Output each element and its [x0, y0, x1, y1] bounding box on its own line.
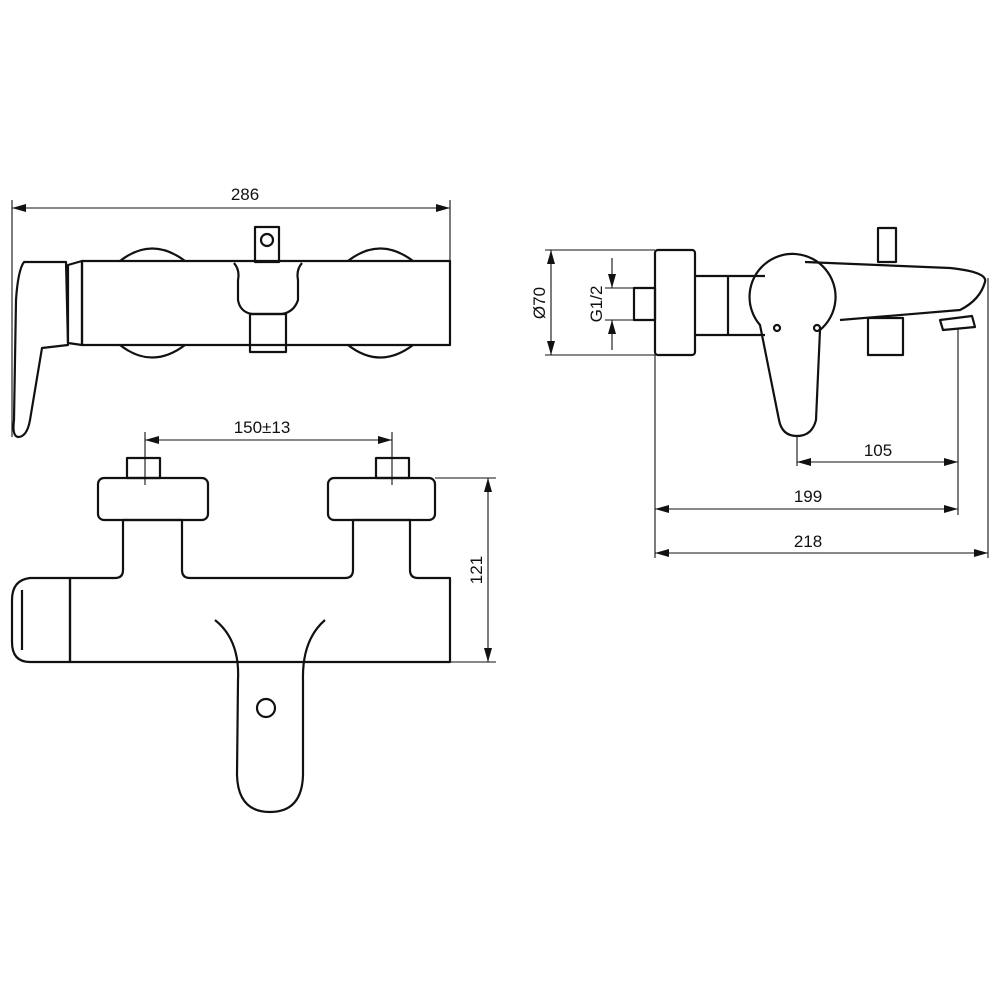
top-body: [80, 259, 452, 347]
front-inlet-left: [125, 456, 162, 480]
top-shower-holder: [253, 225, 281, 264]
side-spout-tip: [938, 314, 977, 332]
front-view: 150±13 121: [10, 418, 496, 814]
top-hose-outlet: [248, 312, 288, 354]
top-view: 286: [11, 185, 452, 439]
dim-label-rosette-diameter: Ø70: [530, 287, 549, 319]
side-spout: [804, 260, 987, 322]
top-wall-disc-right: [347, 247, 414, 359]
top-lever: [12, 260, 70, 439]
dim-label-wall-to-spout: 199: [794, 487, 822, 506]
dim-label-lever-to-spout: 105: [864, 441, 892, 460]
dim-label-thread: G1/2: [587, 286, 606, 323]
side-screw-right: [812, 323, 822, 333]
side-shower-holder: [876, 226, 898, 264]
front-lever: [214, 619, 326, 814]
top-holder-hole: [259, 232, 275, 248]
dim-label-inlet-spacing: 150±13: [234, 418, 291, 437]
side-pipe: [695, 274, 765, 337]
dim-label-overall-width: 286: [231, 185, 259, 204]
side-lever: [748, 252, 837, 438]
dim-label-projection: 121: [467, 556, 486, 584]
front-rosette-right: [326, 476, 437, 522]
side-rosette: [653, 248, 697, 357]
front-end-cap: [10, 576, 72, 664]
dim-label-overall-depth: 218: [794, 532, 822, 551]
side-view: Ø70 G1/2 105 199 218: [530, 226, 989, 558]
side-screw-left: [772, 323, 782, 333]
top-wall-disc-left: [119, 247, 186, 359]
top-diverter-cup: [233, 262, 303, 316]
side-thread-fitting: [632, 286, 657, 322]
front-lever-screw: [255, 697, 277, 719]
top-collar: [66, 259, 84, 347]
front-rosette-left: [96, 476, 210, 522]
front-body: [68, 518, 452, 664]
side-hose-outlet: [866, 316, 905, 357]
